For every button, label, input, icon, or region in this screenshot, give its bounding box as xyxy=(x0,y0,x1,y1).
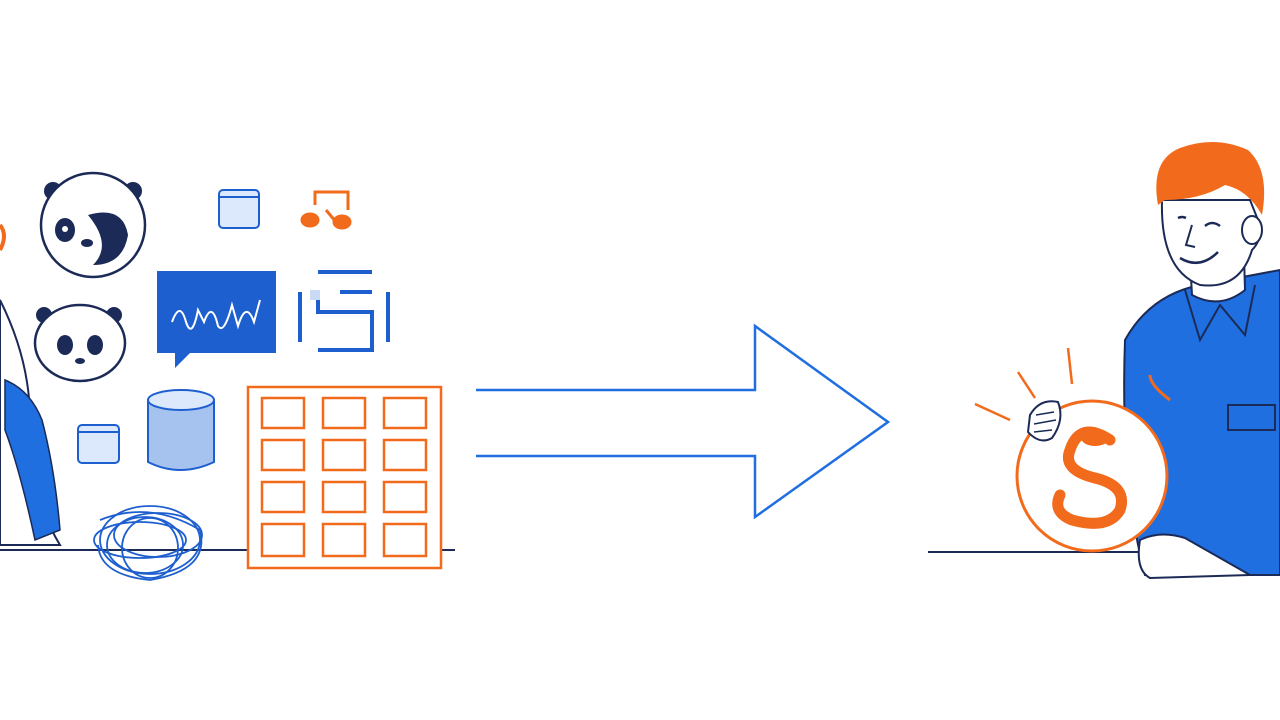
scribble-icon xyxy=(93,505,203,581)
grid-table-icon xyxy=(246,385,443,570)
small-cube-icon xyxy=(218,189,260,229)
cylinder-icon xyxy=(147,389,215,471)
arrow-right-icon xyxy=(476,323,891,520)
speech-bubble-code-icon xyxy=(157,271,276,368)
snake-logo-icon xyxy=(974,347,1169,553)
music-note-icon xyxy=(300,190,352,230)
small-cube-icon xyxy=(77,424,120,464)
person-left-icon xyxy=(0,223,62,546)
panda-icon xyxy=(33,303,127,383)
structure-icon xyxy=(298,270,390,352)
panda-icon xyxy=(39,171,147,279)
